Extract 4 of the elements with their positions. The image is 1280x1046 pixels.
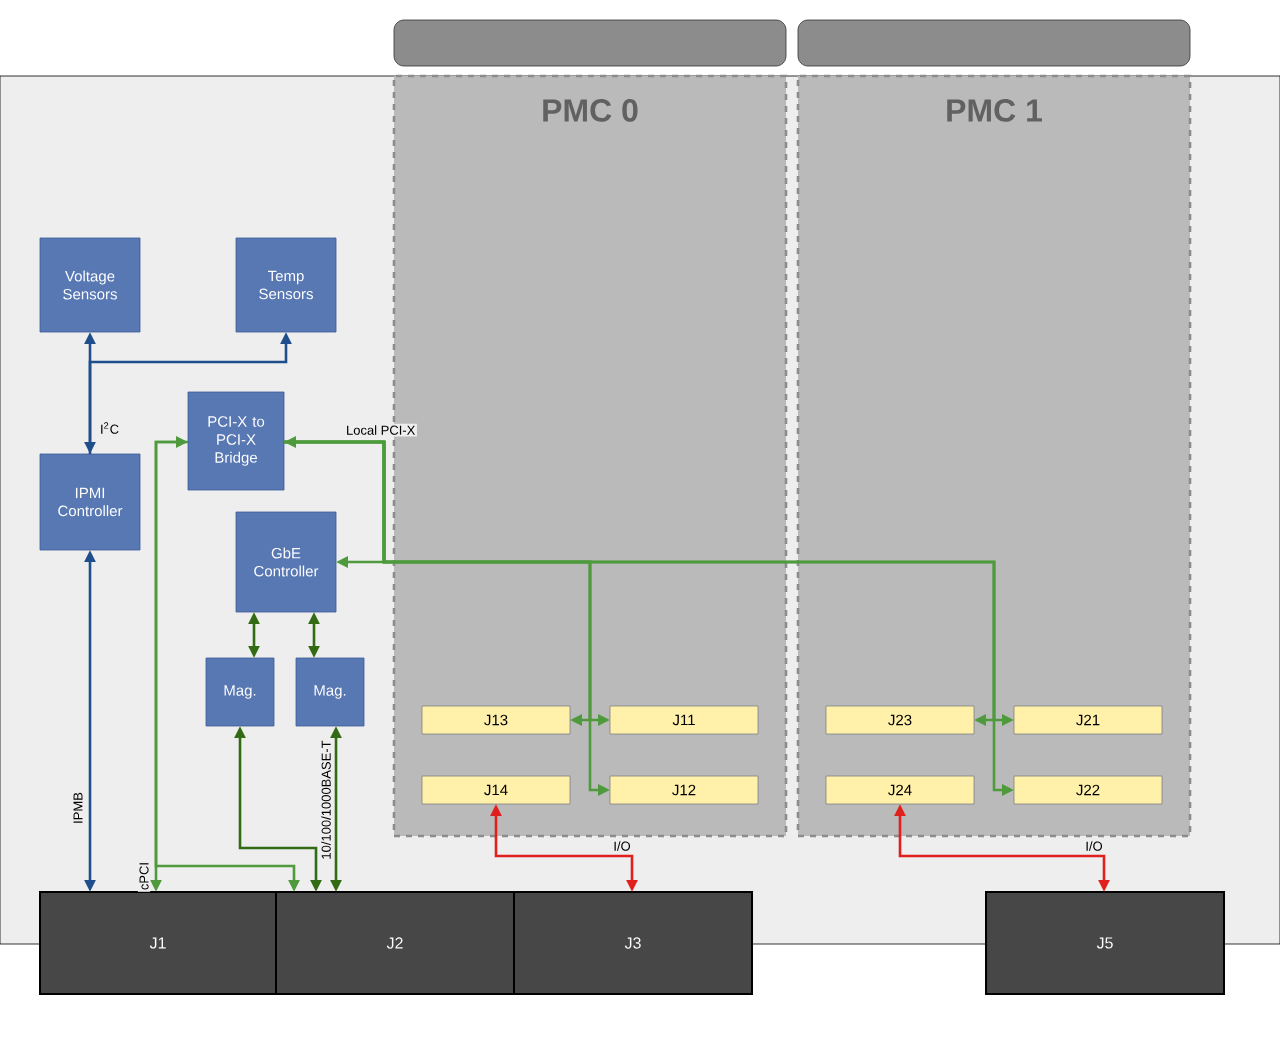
- backplane-connector: J1: [39, 891, 277, 995]
- backplane-connector: J3: [513, 891, 753, 995]
- backplane-connector: J5: [985, 891, 1225, 995]
- backplane-connector: J2: [275, 891, 515, 995]
